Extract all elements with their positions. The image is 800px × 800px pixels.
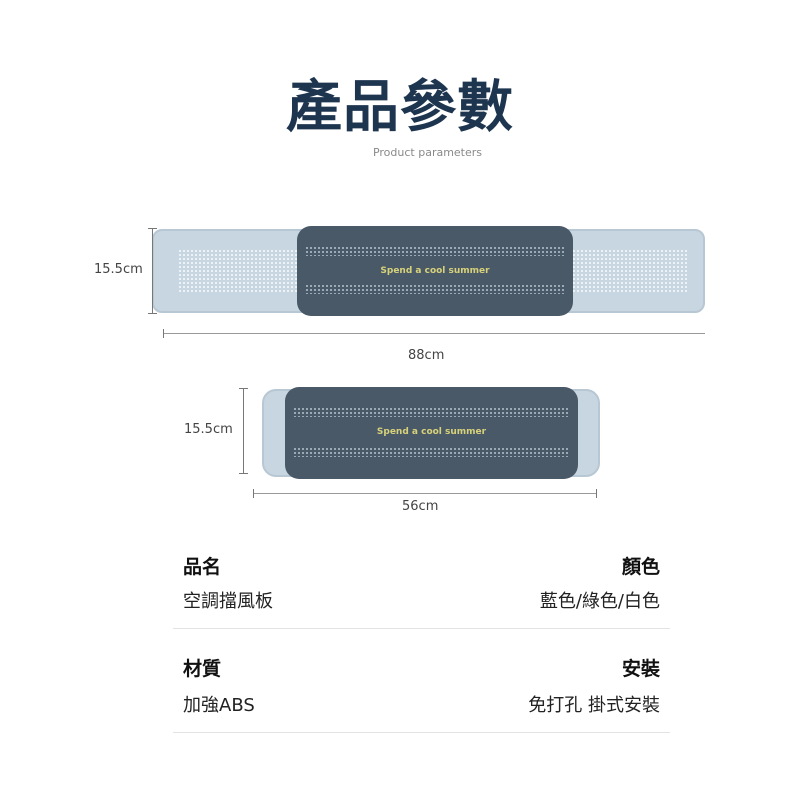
tick [596,489,597,498]
width-dimension-line [163,333,705,334]
tick [253,489,254,498]
spec-label-install: 安裝 [621,658,660,680]
spec-value-install: 免打孔 掛式安裝 [528,695,660,716]
spec-value-material: 加強ABS [183,695,255,716]
vent-pattern [293,407,570,417]
tick [239,473,248,474]
retracted-height-label: 15.5cm [184,422,233,437]
tick [239,388,248,389]
vent-pattern [305,284,565,294]
tick [148,228,157,229]
height-dimension-line [152,228,153,313]
retracted-width-label: 56cm [402,499,439,514]
spec-label-color: 顏色 [621,556,660,578]
extended-width-label: 88cm [408,348,445,363]
retracted-center-cover: Spend a cool summer [285,387,578,479]
extended-center-cover: Spend a cool summer [297,226,573,316]
page-subtitle: Product parameters [372,146,483,159]
divider [173,732,670,733]
extended-height-label: 15.5cm [94,262,143,277]
vent-pattern [564,249,688,293]
divider [173,628,670,629]
page-title: 產品參數 [286,75,514,140]
vent-pattern [178,249,308,293]
spec-value-color: 藍色/綠色/白色 [539,591,660,612]
spec-label-name: 品名 [183,556,222,578]
vent-pattern [305,246,565,256]
width-dimension-line [253,493,597,494]
tick [148,313,157,314]
spec-value-name: 空調擋風板 [183,591,273,612]
tick [163,329,164,338]
spec-label-material: 材質 [183,658,222,680]
height-dimension-line [243,388,244,473]
vent-pattern [293,447,570,457]
slogan: Spend a cool summer [376,427,487,437]
slogan: Spend a cool summer [380,266,490,276]
